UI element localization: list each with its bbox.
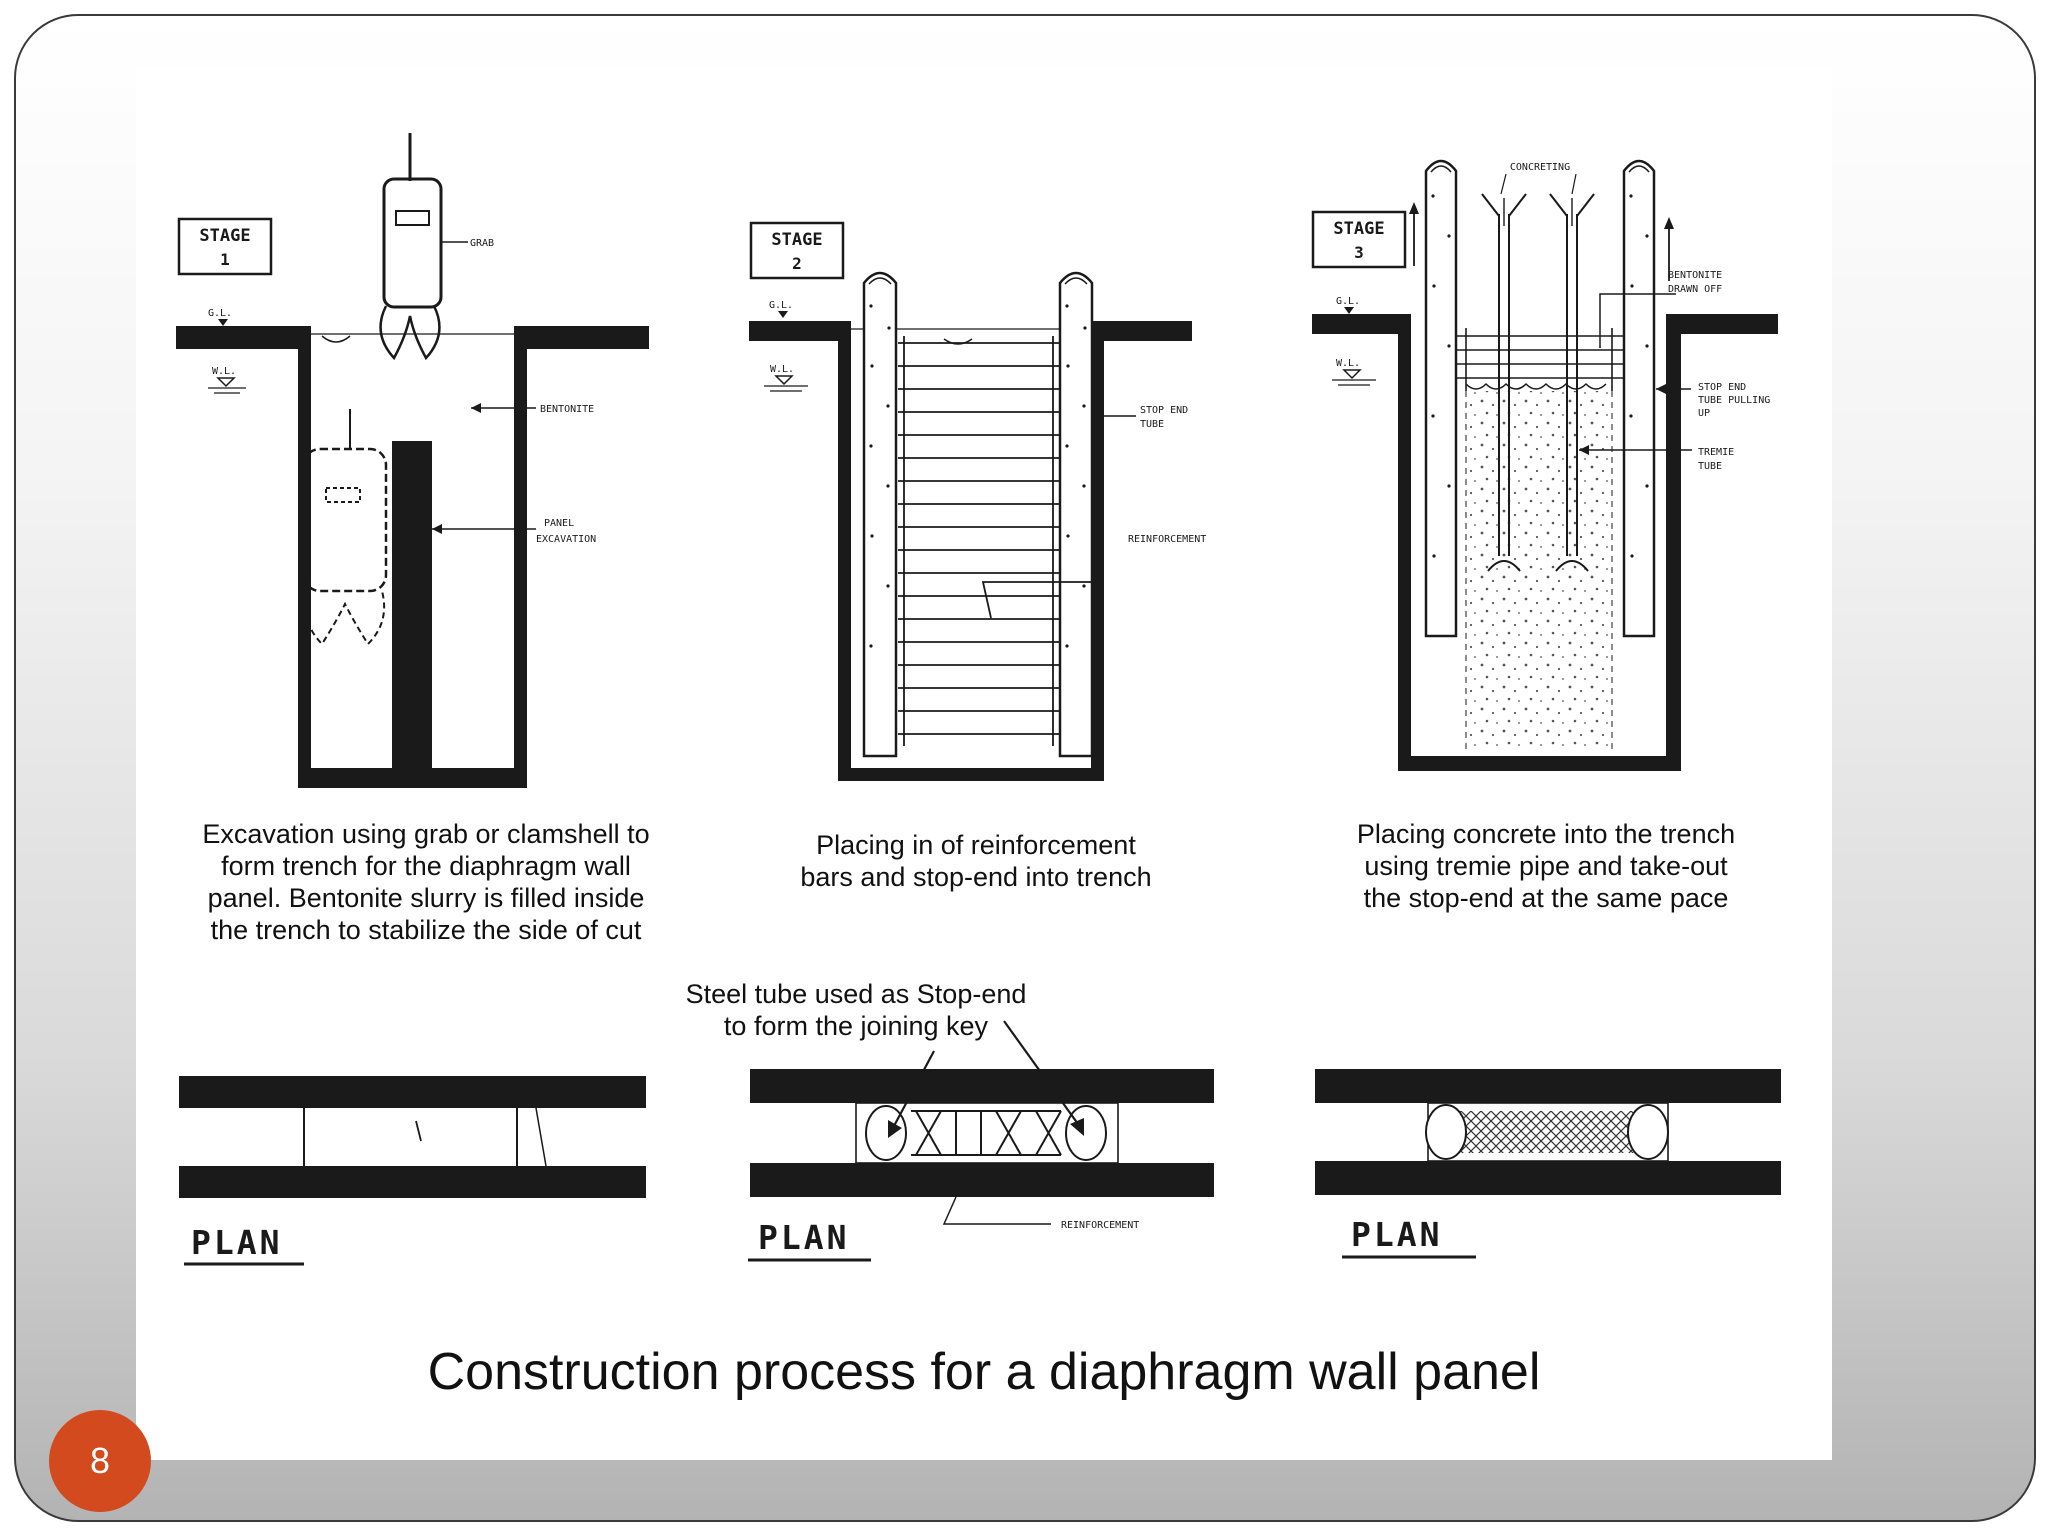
excavation-label: EXCAVATION [536, 534, 596, 545]
stage-3-water-level: W.L. [1336, 358, 1360, 369]
tremie-label-1: TREMIE [1698, 447, 1734, 458]
stage-3-section: STAGE 3 G.L. W.L. [1311, 159, 1778, 771]
plan-1-label: PLAN [191, 1223, 282, 1262]
stage-1-ground-level: G.L. [208, 308, 232, 319]
reinforcement-cage [898, 336, 1059, 746]
stage-2-water-level: W.L. [770, 364, 794, 375]
bentonite-drawn-label-1: BENTONITE [1668, 270, 1722, 281]
tremie-label-2: TUBE [1698, 461, 1722, 472]
stop-end-pulling-label-2: TUBE PULLING [1698, 395, 1770, 406]
stage-1-box [177, 217, 273, 276]
plan-2-label: PLAN [758, 1218, 849, 1257]
stage-1-section: STAGE 1 GRAB G.L. W.L. [176, 133, 649, 788]
grab-label: GRAB [470, 238, 494, 249]
grab-icon [382, 177, 443, 309]
bentonite-label: BENTONITE [540, 404, 594, 415]
grab-in-trench-icon [302, 447, 388, 593]
concreting-label: CONCRETING [1510, 162, 1570, 173]
unexcavated-wall [392, 441, 432, 768]
stop-end-tube-icon [1627, 1104, 1669, 1160]
reinforcement-label: REINFORCEMENT [1128, 534, 1206, 545]
tremie-pipe-icon [1481, 193, 1595, 572]
plan-1: PLAN [179, 1076, 646, 1266]
slide-title: Construction process for a diaphragm wal… [427, 1343, 1541, 1401]
stop-end-tube-right-icon [1622, 159, 1656, 638]
stage-1-label: STAGE [199, 226, 250, 246]
tube-label: TUBE [1140, 419, 1164, 430]
stop-end-pulling-label-1: STOP END [1698, 382, 1746, 393]
stage-1-number: 1 [220, 250, 230, 269]
page-number-badge: 8 [49, 1410, 151, 1512]
stop-end-tube-icon [865, 1105, 907, 1161]
panel-label: PANEL [544, 518, 574, 529]
diaphragm-wall-diagram: STAGE 1 GRAB G.L. W.L. [176, 133, 1781, 1266]
stop-end-label: STOP END [1140, 405, 1188, 416]
stop-end-tube-icon [1425, 1104, 1467, 1160]
stage-3-number: 3 [1354, 243, 1364, 262]
stage-3-caption: Placing concrete into the trench using t… [1356, 819, 1736, 913]
concrete-fill [1466, 391, 1611, 751]
stage-2-trench [749, 321, 1192, 781]
stage-2-section: STAGE 2 G.L. W.L. [749, 221, 1206, 781]
plan-3-label: PLAN [1351, 1215, 1442, 1254]
stop-end-tube-left-icon [862, 271, 898, 758]
slide: STAGE 1 GRAB G.L. W.L. [14, 14, 2036, 1522]
stop-end-tube-left-icon [1424, 159, 1458, 638]
stage-1-water-level: W.L. [212, 366, 236, 377]
stop-end-callout: Steel tube used as Stop-end to form the … [685, 979, 1027, 1041]
bentonite-drawn-label-2: DRAWN OFF [1668, 284, 1722, 295]
stage-3-box [1311, 210, 1407, 269]
stage-2-caption: Placing in of reinforcement bars and sto… [800, 830, 1152, 892]
stage-3-trench [1312, 314, 1778, 771]
stage-2-box [749, 221, 845, 280]
stage-1-caption: Excavation using grab or clamshell to fo… [202, 819, 650, 945]
stage-3-label: STAGE [1333, 219, 1384, 239]
stop-end-pulling-label-3: UP [1698, 408, 1710, 419]
diagram-panel: STAGE 1 GRAB G.L. W.L. [136, 66, 1832, 1460]
stage-2-ground-level: G.L. [769, 300, 793, 311]
plan-3: PLAN [1315, 1069, 1781, 1259]
plan-concrete-fill [1451, 1111, 1645, 1153]
stage-3-ground-level: G.L. [1336, 296, 1360, 307]
plan-2-reinforcement-label: REINFORCEMENT [1061, 1220, 1139, 1231]
stage-2-number: 2 [792, 254, 802, 273]
stop-end-tube-right-icon [1058, 271, 1094, 758]
stage-2-label: STAGE [771, 230, 822, 250]
plan-2: PLAN REINFORCEMENT [748, 1020, 1214, 1262]
